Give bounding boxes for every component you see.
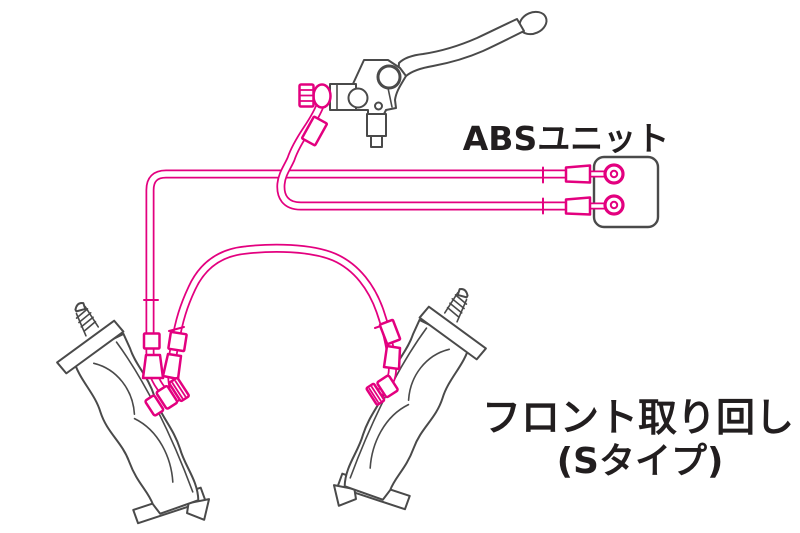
sleeve-arch-right [378,318,402,346]
hose-fittings [141,83,625,417]
clamp-boss [347,87,369,109]
clamp-bolt [370,135,383,148]
caption-line-2: (Sタイプ) [557,441,724,482]
crimp-arch-right [382,344,402,371]
crimp-abs-upper [564,164,592,184]
abs-unit-box [592,155,660,229]
crimp-arch-left [161,352,183,381]
abs-unit-label: ABSユニット [463,119,669,158]
left-brake-caliper [33,290,221,533]
lever-ball-end [518,10,548,36]
master-cylinder-assembly [329,10,548,148]
crimp-left-drop [141,353,165,380]
collar-master-hose [300,115,329,147]
brake-lever-blade [397,18,525,78]
lever-pivot-bolt [376,64,402,90]
master-cylinder-banjo [298,83,332,109]
handlebar-clamp [366,113,387,137]
right-caliper-banjo-fitting [365,374,399,406]
caption-line-1: フロント取り回し [482,396,794,441]
sleeve-left-drop [142,332,161,350]
lever-hook-slot [387,87,393,108]
adjuster-pin [374,101,383,111]
left-caliper-banjo-fittings [144,376,190,417]
crimp-abs-lower [564,196,592,216]
sleeve-arch-left [167,330,188,353]
